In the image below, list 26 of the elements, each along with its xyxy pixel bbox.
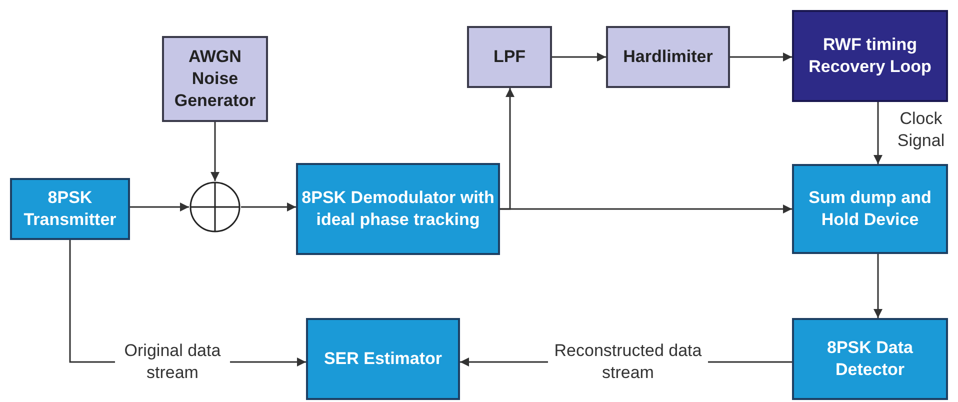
arrow xyxy=(241,202,296,212)
arrow xyxy=(874,102,882,164)
process-box xyxy=(10,178,130,240)
box-label: Sum dump and Hold Device xyxy=(808,187,932,231)
process-box xyxy=(162,36,268,122)
box-label: AWGN Noise Generator xyxy=(173,46,257,112)
arrow xyxy=(500,204,792,214)
box-label: 8PSK Transmitter xyxy=(22,187,118,231)
process-box xyxy=(306,318,460,400)
arrow xyxy=(730,52,792,62)
arrow xyxy=(210,122,220,181)
box-label: Hardlimiter xyxy=(623,46,713,68)
arrow xyxy=(552,52,606,62)
process-box xyxy=(467,26,552,88)
box-label: SER Estimator xyxy=(324,348,442,370)
arrow xyxy=(874,254,882,318)
box-label: RWF timing Recovery Loop xyxy=(808,34,932,78)
box-label: 8PSK Data Detector xyxy=(826,337,914,381)
process-box xyxy=(792,164,948,254)
process-box xyxy=(792,318,948,400)
process-box xyxy=(792,10,948,102)
arrow xyxy=(130,202,189,212)
box-label: LPF xyxy=(493,46,526,68)
box-label: 8PSK Demodulator with ideal phase tracking xyxy=(300,187,496,231)
process-box xyxy=(606,26,730,88)
process-box xyxy=(296,163,500,255)
